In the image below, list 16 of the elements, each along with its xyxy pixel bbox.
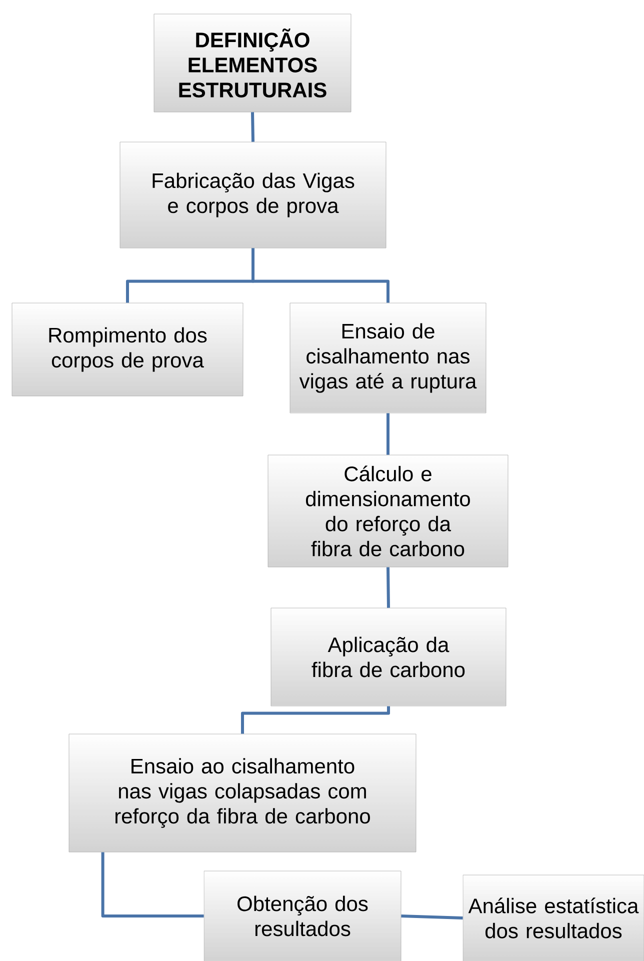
process-box: Obtenção dos resultados xyxy=(204,870,402,961)
process-box: Ensaio ao cisalhamento nas vigas colapsadas com reforço da fibra de carbono xyxy=(68,734,416,852)
connector-line xyxy=(252,248,390,303)
connector-line xyxy=(241,706,390,734)
process-box: Aplicação da fibra de carbono xyxy=(270,608,506,706)
connector-line xyxy=(401,914,463,920)
process-box: Análise estatística dos resultados xyxy=(462,874,644,961)
process-box: Cálculo e dimensionamento do reforço da fibra de carbono xyxy=(268,454,508,568)
connector-line xyxy=(101,852,204,918)
process-box: DEFINIÇÃO ELEMENTOS ESTRUTURAIS xyxy=(154,14,352,112)
process-box: Rompimento dos corpos de prova xyxy=(12,302,244,396)
process-box: Ensaio de cisalhamento nas vigas até a ruptura xyxy=(290,302,486,414)
connector-line xyxy=(386,567,390,608)
connector-line xyxy=(386,413,390,455)
process-box: Fabricação das Vigas e corpos de prova xyxy=(120,142,386,248)
connector-line xyxy=(251,112,254,142)
